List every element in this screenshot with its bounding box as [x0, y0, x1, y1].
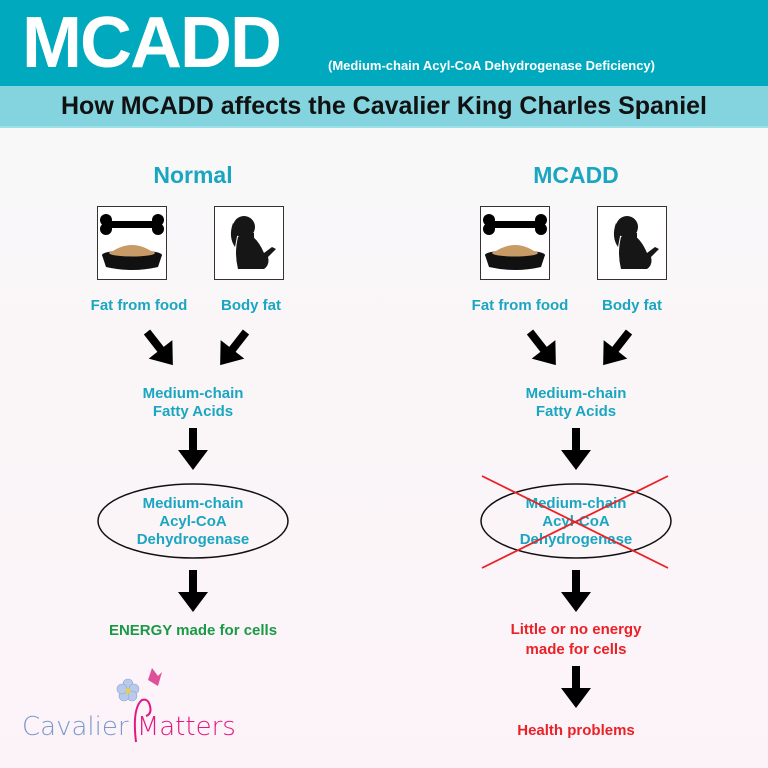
header [0, 0, 768, 86]
mcadd-source-body: Body fat [602, 297, 662, 314]
enzyme-ellipse-normal [97, 483, 289, 559]
banner [0, 86, 768, 128]
subtitle: (Medium-chain Acyl-CoA Dehydrogenase Def… [328, 58, 655, 73]
title: MCADD [22, 3, 282, 83]
normal-result: ENERGY made for cells [108, 622, 278, 639]
normal-source-food: Fat from food [90, 297, 188, 314]
mcadd-heading: MCADD [533, 162, 619, 188]
mcadd-outcome: Health problems [517, 722, 635, 739]
mcadd-source-food: Fat from food [471, 297, 569, 314]
enzyme-ellipse-mcadd [480, 483, 672, 559]
normal-source-body: Body fat [221, 297, 281, 314]
normal-heading: Normal [153, 162, 233, 188]
banner-text: How MCADD affects the Cavalier King Char… [61, 92, 707, 120]
logo-text: Cavalier Matters [22, 712, 236, 742]
